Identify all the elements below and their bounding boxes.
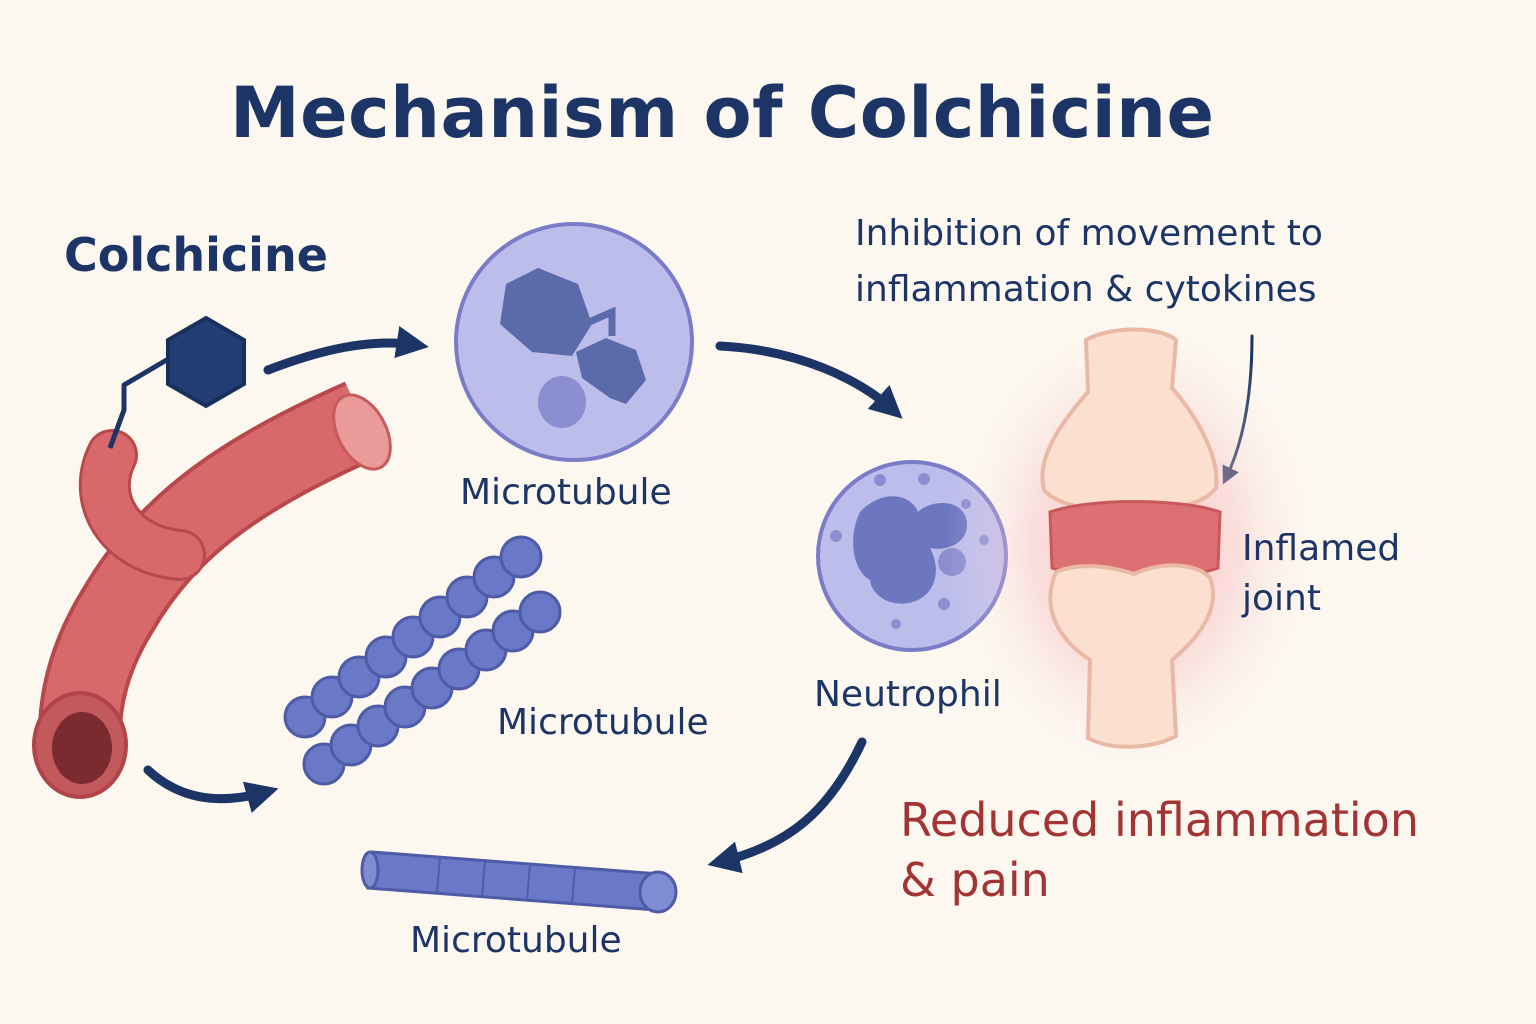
microtubule-rod-label: Microtubule — [410, 920, 622, 961]
result-line-2: & pain — [900, 853, 1050, 907]
inflamed-joint — [945, 305, 1325, 785]
colchicine-molecule-icon — [107, 315, 246, 449]
inhibition-line-1: Inhibition of movement to — [855, 213, 1323, 254]
inflamed-joint-label: Inflamed joint — [1242, 524, 1400, 624]
result-label: Reduced inflammation & pain — [900, 790, 1419, 910]
colchicine-label: Colchicine — [64, 228, 328, 282]
microtubule-strands — [283, 535, 562, 786]
neutrophil-label: Neutrophil — [814, 674, 1002, 715]
microtubule-cell — [454, 222, 694, 462]
microtubule-cell-label: Microtubule — [460, 472, 672, 513]
arrow-vessel-to-microtubules — [143, 765, 279, 813]
arrow-molecule-to-cell — [263, 326, 429, 375]
microtubule-rod — [360, 850, 678, 914]
inhibition-line-2: inflammation & cytokines — [855, 269, 1317, 310]
inhibition-label: Inhibition of movement to inflammation &… — [855, 206, 1323, 318]
arrow-neutrophil-to-rod — [707, 737, 867, 874]
tubulin-bead — [518, 590, 562, 634]
blood-vessel — [32, 381, 392, 799]
inflamed-line-2: joint — [1242, 578, 1321, 619]
arrow-cell-to-neutrophil — [715, 341, 903, 419]
microtubule-strands-label: Microtubule — [497, 702, 709, 743]
result-line-1: Reduced inflammation — [900, 793, 1419, 847]
page-title: Mechanism of Colchicine — [230, 72, 1215, 154]
tubulin-bead — [499, 535, 543, 579]
inflamed-line-1: Inflamed — [1242, 528, 1401, 569]
